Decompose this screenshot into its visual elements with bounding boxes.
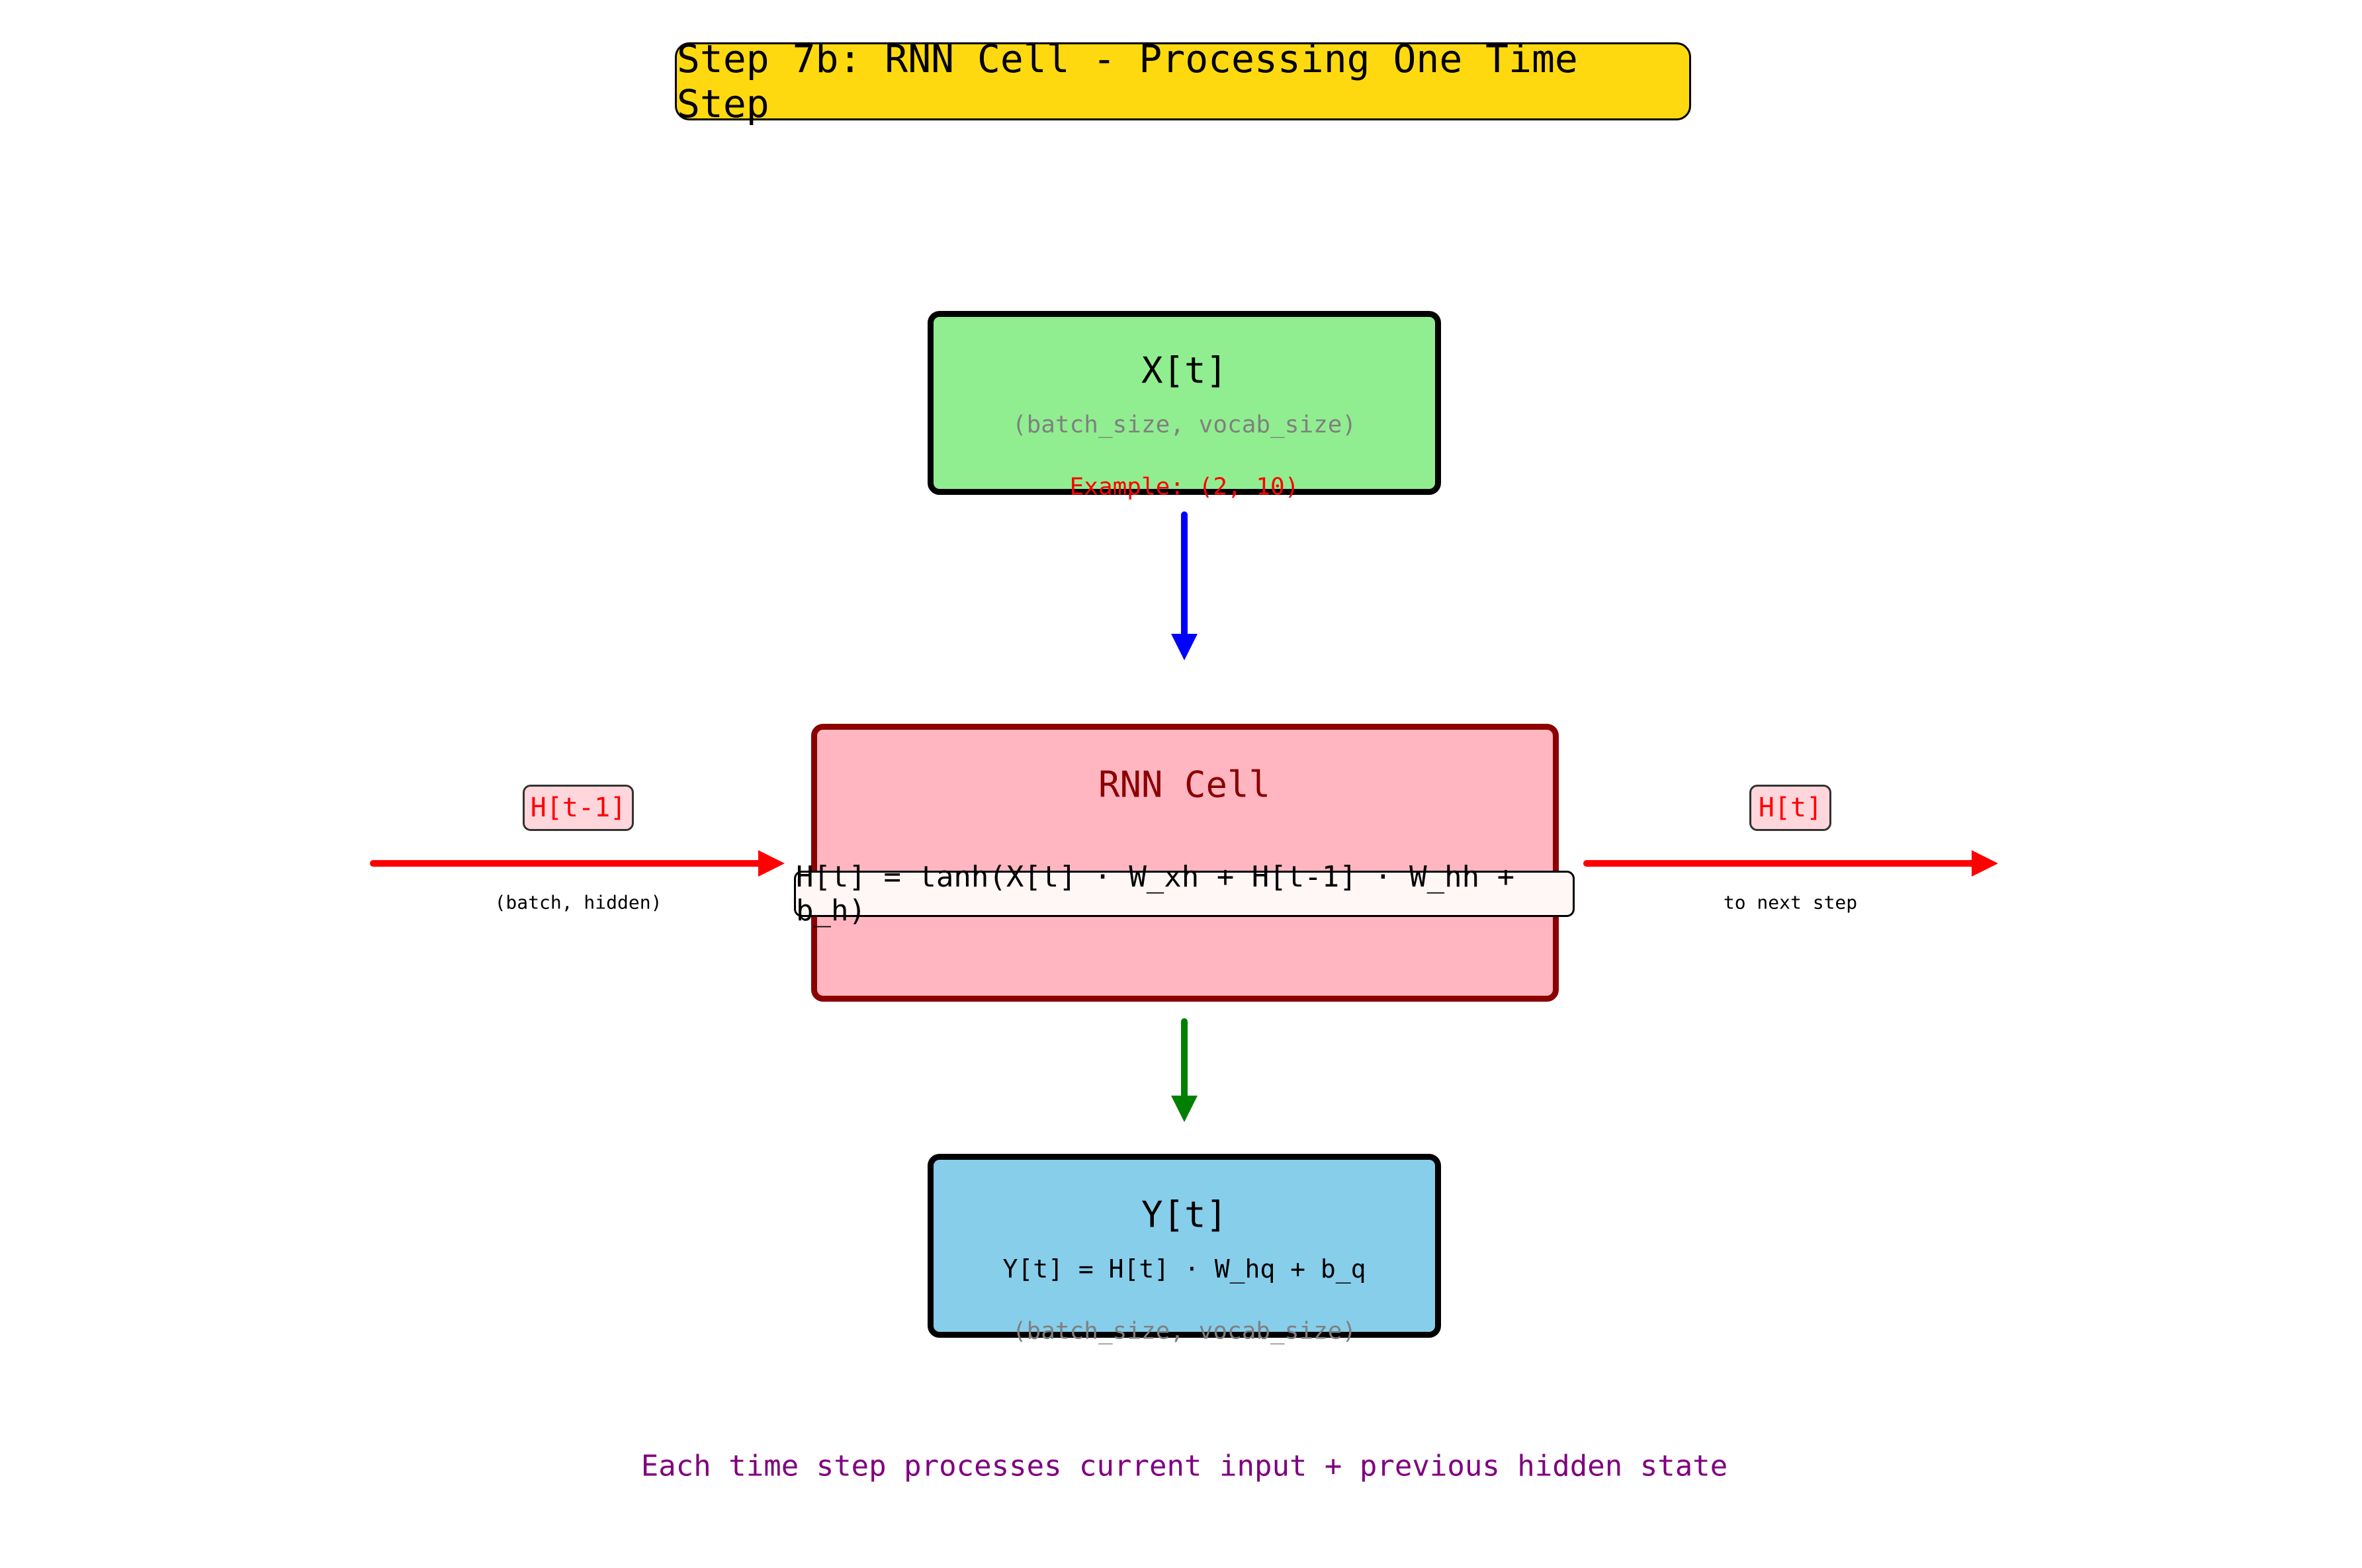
next-hidden-tag-label: H[t] — [1758, 793, 1823, 823]
footer-caption: Each time step processes current input +… — [640, 1449, 1728, 1483]
title-box: Step 7b: RNN Cell - Processing One Time … — [675, 36, 1691, 126]
next-hidden-tag: H[t] — [1749, 785, 1831, 831]
output-shape: (batch_size, vocab_size) — [1012, 1317, 1357, 1345]
prev-hidden-tag: H[t-1] — [523, 785, 634, 831]
page-title: Step 7b: RNN Cell - Processing One Time … — [677, 36, 1578, 126]
rnn-formula-box: H[t] = tanh(X[t] · W_xh + H[t-1] · W_hh … — [794, 860, 1575, 928]
next-hidden-caption: to next step — [1723, 891, 1858, 914]
input-shape: (batch_size, vocab_size) — [1012, 411, 1357, 439]
rnn-cell-label: RNN Cell — [1098, 763, 1271, 806]
input-box — [928, 311, 1441, 495]
output-label: Y[t] — [1141, 1194, 1228, 1236]
output-box — [928, 1154, 1441, 1338]
input-example: Example: (2, 10) — [1069, 473, 1299, 501]
rnn-formula: H[t] = tanh(X[t] · W_xh + H[t-1] · W_hh … — [796, 860, 1515, 928]
rnn-cell-box — [811, 724, 1559, 1002]
input-label: X[t] — [1141, 349, 1228, 392]
prev-hidden-caption: (batch, hidden) — [494, 891, 662, 914]
output-formula: Y[t] = H[t] · W_hq + b_q — [1002, 1254, 1366, 1284]
prev-hidden-tag-label: H[t-1] — [530, 793, 627, 823]
